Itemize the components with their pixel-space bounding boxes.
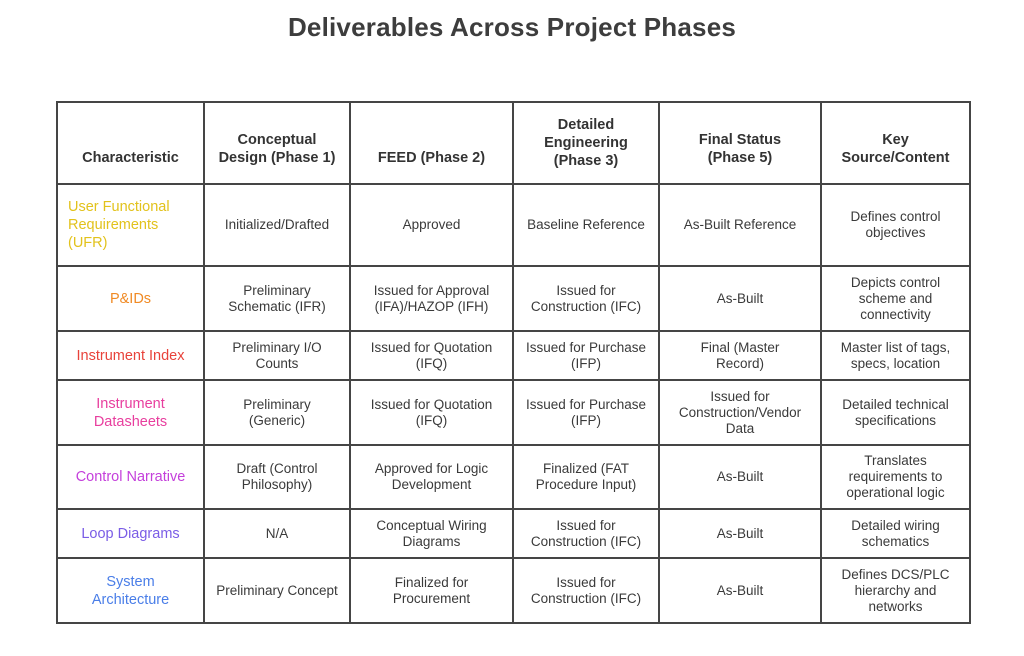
cell-detailed: Finalized (FAT Procedure Input) xyxy=(512,444,660,510)
row-label-control-narrative: Control Narrative xyxy=(56,444,205,510)
cell-final: Final (Master Record) xyxy=(658,330,822,381)
cell-conceptual: Preliminary Schematic (IFR) xyxy=(203,265,351,332)
table-row: P&IDs Preliminary Schematic (IFR) Issued… xyxy=(56,265,971,332)
row-label-instrument-index: Instrument Index xyxy=(56,330,205,381)
row-label-instrument-datasheets: Instrument Datasheets xyxy=(56,379,205,446)
cell-detailed: Issued for Construction (IFC) xyxy=(512,265,660,332)
row-label-pids: P&IDs xyxy=(56,265,205,332)
table-row: User Functional Requirements (UFR) Initi… xyxy=(56,183,971,267)
cell-feed: Finalized for Procurement xyxy=(349,557,514,624)
cell-final: As-Built xyxy=(658,508,822,559)
row-label-system-architecture: System Architecture xyxy=(56,557,205,624)
cell-conceptual: Preliminary (Generic) xyxy=(203,379,351,446)
cell-key: Depicts control scheme and connectivity xyxy=(820,265,971,332)
cell-feed: Issued for Approval (IFA)/HAZOP (IFH) xyxy=(349,265,514,332)
cell-key: Defines control objectives xyxy=(820,183,971,267)
column-header-conceptual: Conceptual Design (Phase 1) xyxy=(203,101,351,185)
cell-detailed: Issued for Purchase (IFP) xyxy=(512,379,660,446)
cell-conceptual: Preliminary I/O Counts xyxy=(203,330,351,381)
table-header-row: Characteristic Conceptual Design (Phase … xyxy=(56,101,971,185)
cell-feed: Issued for Quotation (IFQ) xyxy=(349,330,514,381)
cell-feed: Issued for Quotation (IFQ) xyxy=(349,379,514,446)
cell-final: As-Built xyxy=(658,444,822,510)
column-header-detailed: Detailed Engineering (Phase 3) xyxy=(512,101,660,185)
cell-conceptual: Draft (Control Philosophy) xyxy=(203,444,351,510)
table-row: Control Narrative Draft (Control Philoso… xyxy=(56,444,971,510)
cell-detailed: Issued for Construction (IFC) xyxy=(512,508,660,559)
cell-conceptual: Preliminary Concept xyxy=(203,557,351,624)
cell-final: As-Built xyxy=(658,557,822,624)
deliverables-table: Characteristic Conceptual Design (Phase … xyxy=(56,101,971,624)
cell-detailed: Baseline Reference xyxy=(512,183,660,267)
column-header-characteristic: Characteristic xyxy=(56,101,205,185)
cell-feed: Approved for Logic Development xyxy=(349,444,514,510)
cell-key: Detailed technical specifications xyxy=(820,379,971,446)
cell-conceptual: N/A xyxy=(203,508,351,559)
cell-key: Master list of tags, specs, location xyxy=(820,330,971,381)
table-row: System Architecture Preliminary Concept … xyxy=(56,557,971,624)
cell-detailed: Issued for Purchase (IFP) xyxy=(512,330,660,381)
row-label-loop-diagrams: Loop Diagrams xyxy=(56,508,205,559)
cell-final: As-Built xyxy=(658,265,822,332)
cell-key: Defines DCS/PLC hierarchy and networks xyxy=(820,557,971,624)
column-header-feed: FEED (Phase 2) xyxy=(349,101,514,185)
cell-detailed: Issued for Construction (IFC) xyxy=(512,557,660,624)
page-title: Deliverables Across Project Phases xyxy=(287,12,737,42)
cell-conceptual: Initialized/Drafted xyxy=(203,183,351,267)
column-header-final: Final Status (Phase 5) xyxy=(658,101,822,185)
table-row: Instrument Index Preliminary I/O Counts … xyxy=(56,330,971,381)
column-header-key: Key Source/Content xyxy=(820,101,971,185)
table-row: Loop Diagrams N/A Conceptual Wiring Diag… xyxy=(56,508,971,559)
cell-feed: Conceptual Wiring Diagrams xyxy=(349,508,514,559)
cell-final: Issued for Construction/Vendor Data xyxy=(658,379,822,446)
cell-final: As-Built Reference xyxy=(658,183,822,267)
cell-key: Detailed wiring schematics xyxy=(820,508,971,559)
table-row: Instrument Datasheets Preliminary (Gener… xyxy=(56,379,971,446)
row-label-ufr: User Functional Requirements (UFR) xyxy=(56,183,205,267)
cell-key: Translates requirements to operational l… xyxy=(820,444,971,510)
cell-feed: Approved xyxy=(349,183,514,267)
